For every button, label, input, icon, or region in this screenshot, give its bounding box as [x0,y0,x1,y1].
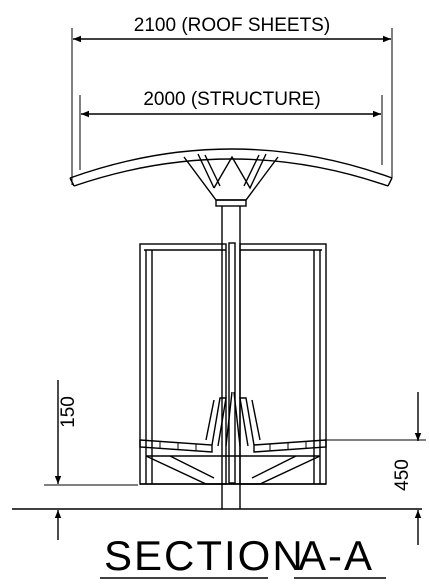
roof-sheets-dimension: 2100 (ROOF SHEETS) [71,15,393,185]
roof-sheets-dim-label: 2100 (ROOF SHEETS) [134,15,330,36]
seat-assembly [139,391,327,485]
structure-dimension: 2000 (STRUCTURE) [79,89,383,170]
seat-offset-dimension: 150 [44,380,138,540]
curved-roof [69,148,393,187]
roof-bracket-truss [183,153,279,207]
section-title: SECTION A-A [100,532,386,579]
section-title-text: SECTION [104,532,305,579]
central-post [221,206,241,509]
section-ref-text: A-A [298,532,374,579]
seat-height-dimension: 450 [326,392,426,545]
seat-offset-dim-label: 150 [58,396,79,428]
structure-dim-label: 2000 (STRUCTURE) [143,89,320,110]
seat-height-dim-label: 450 [392,459,413,491]
